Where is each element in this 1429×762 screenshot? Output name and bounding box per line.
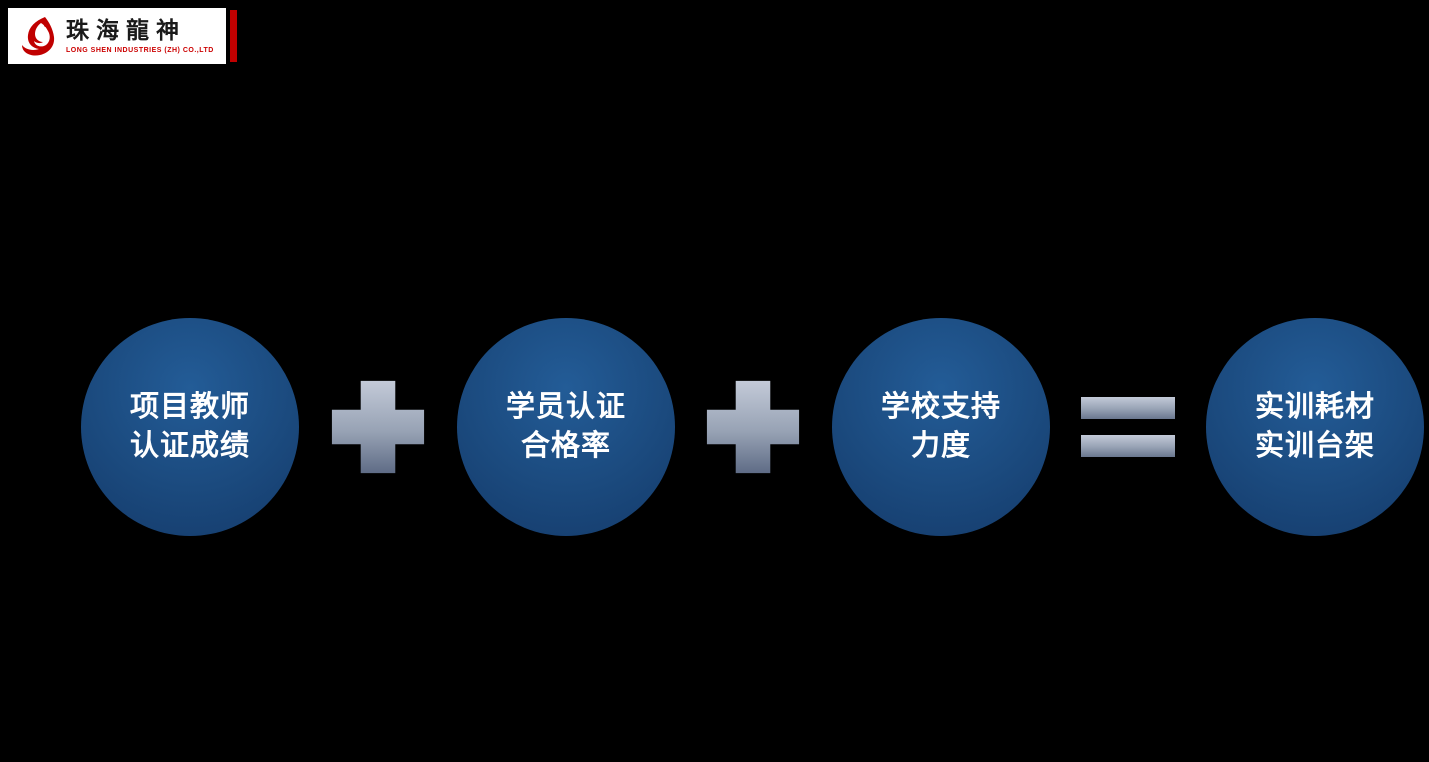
node-label-line2: 认证成绩 <box>129 430 250 462</box>
node-label-line2: 合格率 <box>520 430 611 462</box>
plus-icon <box>703 377 803 477</box>
logo-text-column: 珠海龍神 LONG SHEN INDUSTRIES (ZH) CO.,LTD <box>66 17 214 54</box>
equals-bar-top <box>1081 397 1175 419</box>
node-label-line2: 力度 <box>910 430 971 462</box>
node-teacher-certification: 项目教师 认证成绩 <box>81 318 299 536</box>
node-label-line1: 学校支持 <box>880 390 1001 423</box>
node-label-line1: 项目教师 <box>129 390 250 423</box>
company-subtitle: LONG SHEN INDUSTRIES (ZH) CO.,LTD <box>66 46 214 54</box>
plus-icon <box>328 377 428 477</box>
dragon-icon <box>14 12 62 60</box>
equals-bar-bottom <box>1081 435 1175 457</box>
node-school-support: 学校支持 力度 <box>832 318 1050 536</box>
equals-icon <box>1081 377 1175 477</box>
node-label-line1: 实训耗材 <box>1254 390 1375 423</box>
node-student-pass-rate: 学员认证 合格率 <box>457 318 675 536</box>
node-label-line2: 实训台架 <box>1254 430 1375 462</box>
node-label-line1: 学员认证 <box>505 390 626 423</box>
company-name: 珠海龍神 <box>66 17 186 45</box>
logo-accent-bar <box>230 10 237 62</box>
company-logo: 珠海龍神 LONG SHEN INDUSTRIES (ZH) CO.,LTD <box>8 8 226 64</box>
node-training-materials: 实训耗材 实训台架 <box>1206 318 1424 536</box>
